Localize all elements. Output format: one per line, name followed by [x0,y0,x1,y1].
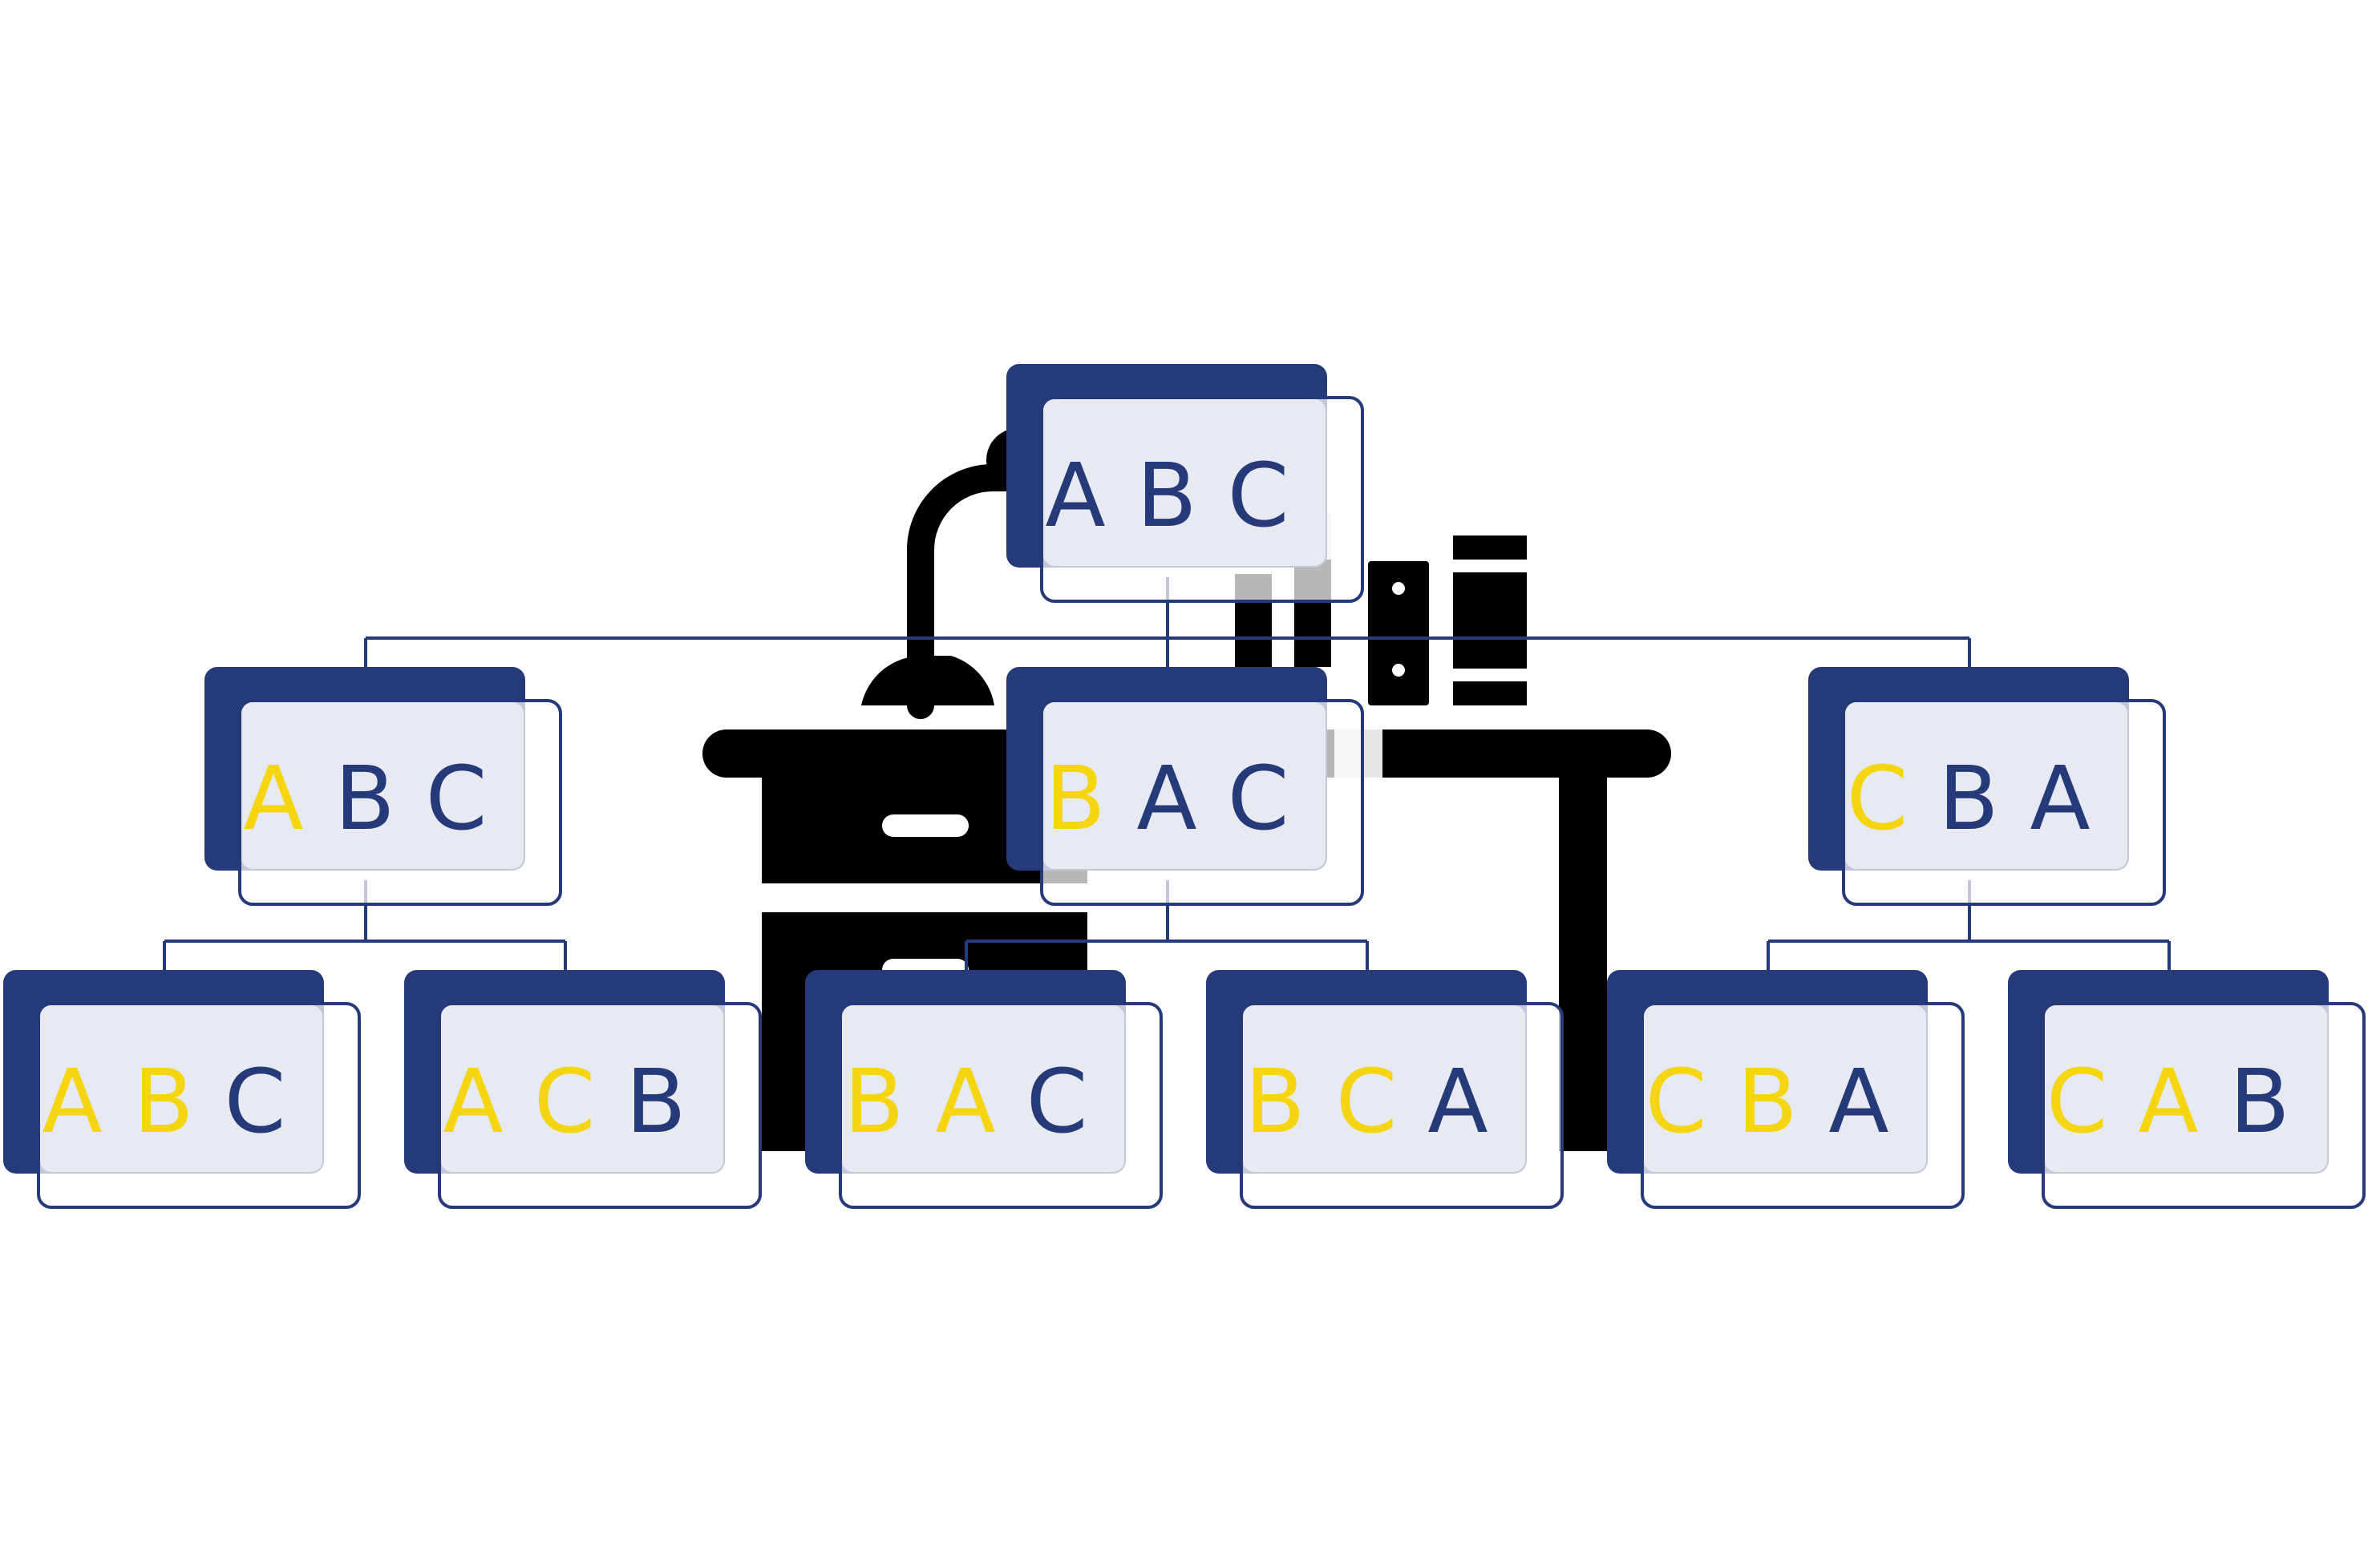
node-overlap-fill [1043,702,1326,869]
node-letter: B [1737,1050,1797,1153]
node-overlap-fill [241,702,524,869]
node-overlap-fill [441,1005,723,1172]
node-letter: B [844,1050,904,1153]
node-letter: C [225,1050,286,1153]
node-letter: C [426,747,488,850]
node-letter: A [243,747,303,850]
node-overlap-fill [1845,702,2127,869]
node-letter: A [443,1050,503,1153]
node-letter: A [1427,1050,1488,1153]
node-letter: B [133,1050,193,1153]
node-letter: C [1847,747,1908,850]
node-letter: C [1228,444,1289,547]
node-letter: B [1245,1050,1305,1153]
node-letter: C [1645,1050,1707,1153]
node-overlap-fill [1644,1005,1926,1172]
node-letter: B [334,747,395,850]
node-overlap-fill [842,1005,1124,1172]
node-letter: B [625,1050,686,1153]
node-letter: B [1938,747,1998,850]
node-letter: C [1228,747,1289,850]
node-letter: C [1026,1050,1088,1153]
node-overlap-fill [2045,1005,2327,1172]
node-letter: B [1045,747,1105,850]
node-letter: B [1136,444,1196,547]
node-overlap-fill [1043,399,1326,566]
node-letter: C [2046,1050,2108,1153]
node-letter: C [1336,1050,1398,1153]
node-overlap-fill [1243,1005,1525,1172]
node-letter: B [2229,1050,2289,1153]
tree-connector-lines [163,577,2171,970]
node-overlap-fill [40,1005,322,1172]
node-letter: A [1136,747,1196,850]
node-letter: A [1045,444,1105,547]
node-letter: A [42,1050,102,1153]
node-letter: C [534,1050,596,1153]
node-letter: A [935,1050,995,1153]
node-letter: A [2138,1050,2198,1153]
node-letter: A [2030,747,2090,850]
node-letter: A [1828,1050,1888,1153]
